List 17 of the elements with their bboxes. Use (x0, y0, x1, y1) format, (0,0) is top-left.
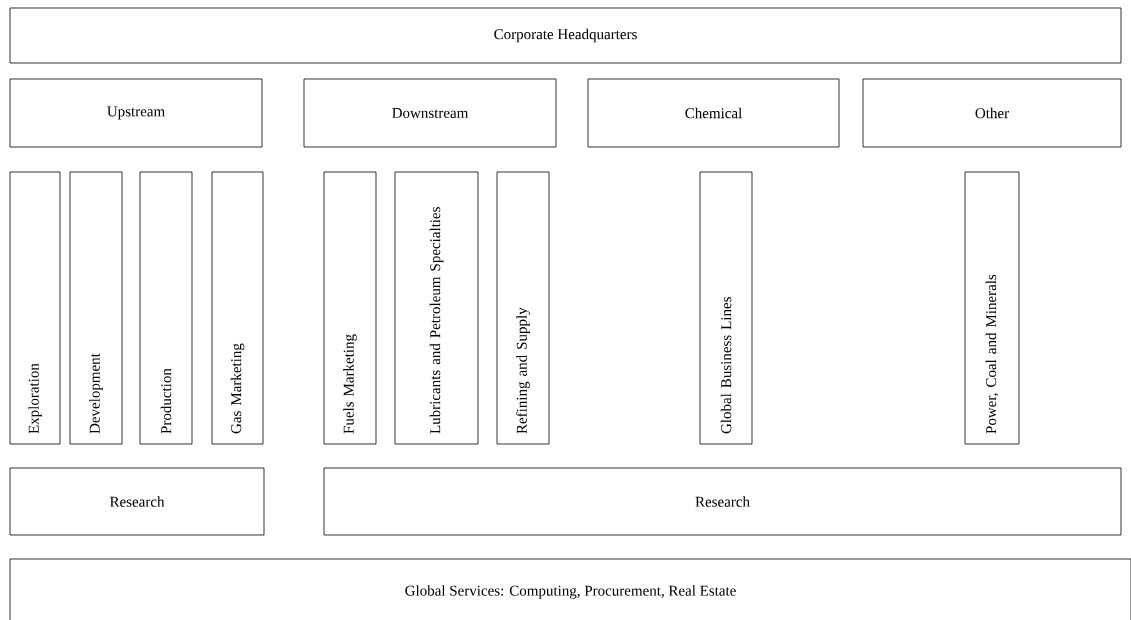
vertical-box: Refining and Supply (496, 171, 550, 445)
header-box: Corporate Headquarters (9, 7, 1122, 64)
vertical-box: Gas Marketing (211, 171, 264, 445)
vertical-box: Global Business Lines (699, 171, 753, 445)
vertical-box: Fuels Marketing (323, 171, 377, 445)
vertical-box: Production (139, 171, 193, 445)
vertical-box: Lubricants and Petroleum Specialties (394, 171, 479, 445)
vertical-box: Development (69, 171, 123, 445)
unit-box: Chemical (587, 78, 840, 148)
unit-box: Other (862, 78, 1122, 148)
unit-box: Research (323, 467, 1122, 536)
service-box: Global Services: Computing, Procurement, Real Estate (9, 558, 1131, 620)
unit-box: Upstream (9, 78, 263, 148)
vertical-box: Power, Coal and Minerals (964, 171, 1020, 445)
vertical-box: Exploration (9, 171, 61, 445)
unit-box: Research (9, 467, 265, 536)
unit-box: Downstream (303, 78, 557, 148)
